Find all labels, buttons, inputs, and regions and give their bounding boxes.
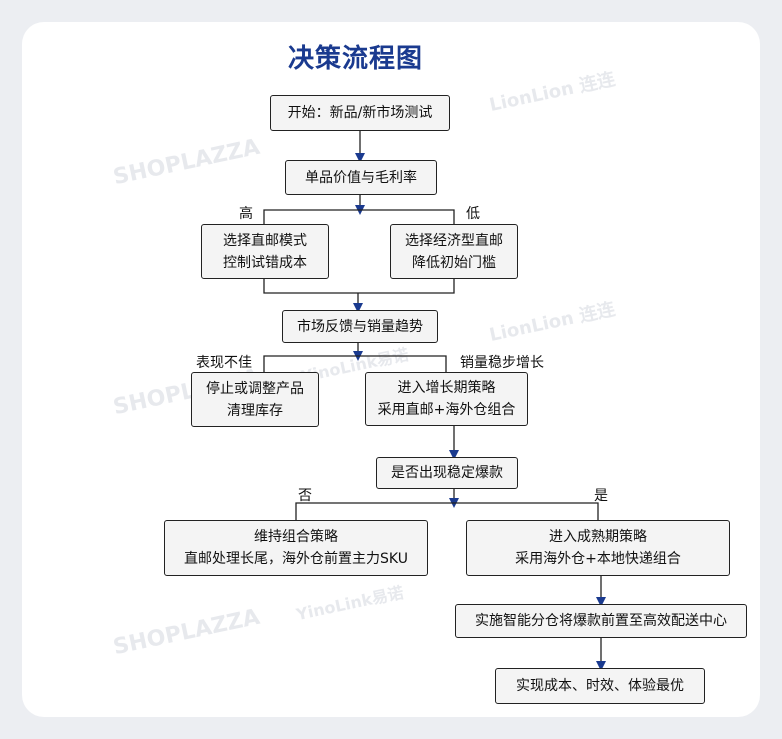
node-economy-mail: 选择经济型直邮 降低初始门槛 — [390, 224, 518, 279]
diagram-card — [22, 22, 760, 717]
page-title: 决策流程图 — [288, 44, 424, 74]
node-stop: 停止或调整产品 清理库存 — [191, 372, 319, 427]
node-stop-line2: 清理库存 — [227, 402, 283, 419]
edge-label-growth: 销量稳步增长 — [460, 355, 544, 371]
node-margin: 单品价值与毛利率 — [285, 160, 437, 195]
node-final-text: 实现成本、时效、体验最优 — [516, 678, 684, 694]
edge-label-poor: 表现不佳 — [196, 355, 252, 371]
node-growth-line2: 采用直邮+海外仓组合 — [377, 402, 516, 418]
node-economy-mail-line2: 降低初始门槛 — [412, 254, 496, 271]
node-keep-combo: 维持组合策略 直邮处理长尾，海外仓前置主力SKU — [164, 520, 428, 576]
edge-label-high: 高 — [239, 206, 253, 222]
node-direct-mail: 选择直邮模式 控制试错成本 — [201, 224, 329, 279]
node-keep-combo-line1: 维持组合策略 — [254, 529, 338, 545]
node-mature: 进入成熟期策略 采用海外仓+本地快递组合 — [466, 520, 730, 576]
node-margin-text: 单品价值与毛利率 — [305, 169, 417, 186]
node-smart-warehouse: 实施智能分仓将爆款前置至高效配送中心 — [455, 604, 747, 638]
node-economy-mail-line1: 选择经济型直邮 — [405, 232, 503, 249]
node-direct-mail-line2: 控制试错成本 — [223, 254, 307, 271]
node-hot-item-text: 是否出现稳定爆款 — [391, 465, 503, 481]
node-growth: 进入增长期策略 采用直邮+海外仓组合 — [365, 372, 528, 426]
edge-label-no: 否 — [298, 488, 312, 504]
node-smart-warehouse-text: 实施智能分仓将爆款前置至高效配送中心 — [475, 613, 727, 629]
node-hot-item: 是否出现稳定爆款 — [376, 457, 518, 489]
edge-label-yes: 是 — [594, 488, 608, 504]
node-growth-line1: 进入增长期策略 — [397, 380, 496, 396]
edge-label-low: 低 — [466, 206, 480, 222]
node-final: 实现成本、时效、体验最优 — [495, 668, 705, 704]
node-direct-mail-line1: 选择直邮模式 — [223, 232, 307, 249]
node-feedback: 市场反馈与销量趋势 — [282, 310, 438, 343]
node-mature-line2: 采用海外仓+本地快递组合 — [515, 551, 681, 567]
node-keep-combo-line2: 直邮处理长尾，海外仓前置主力SKU — [184, 551, 408, 567]
node-feedback-text: 市场反馈与销量趋势 — [297, 318, 423, 335]
node-mature-line1: 进入成熟期策略 — [549, 529, 647, 545]
node-start-text: 开始：新品/新市场测试 — [287, 105, 433, 121]
node-stop-line1: 停止或调整产品 — [206, 380, 304, 397]
node-start: 开始：新品/新市场测试 — [270, 95, 450, 131]
